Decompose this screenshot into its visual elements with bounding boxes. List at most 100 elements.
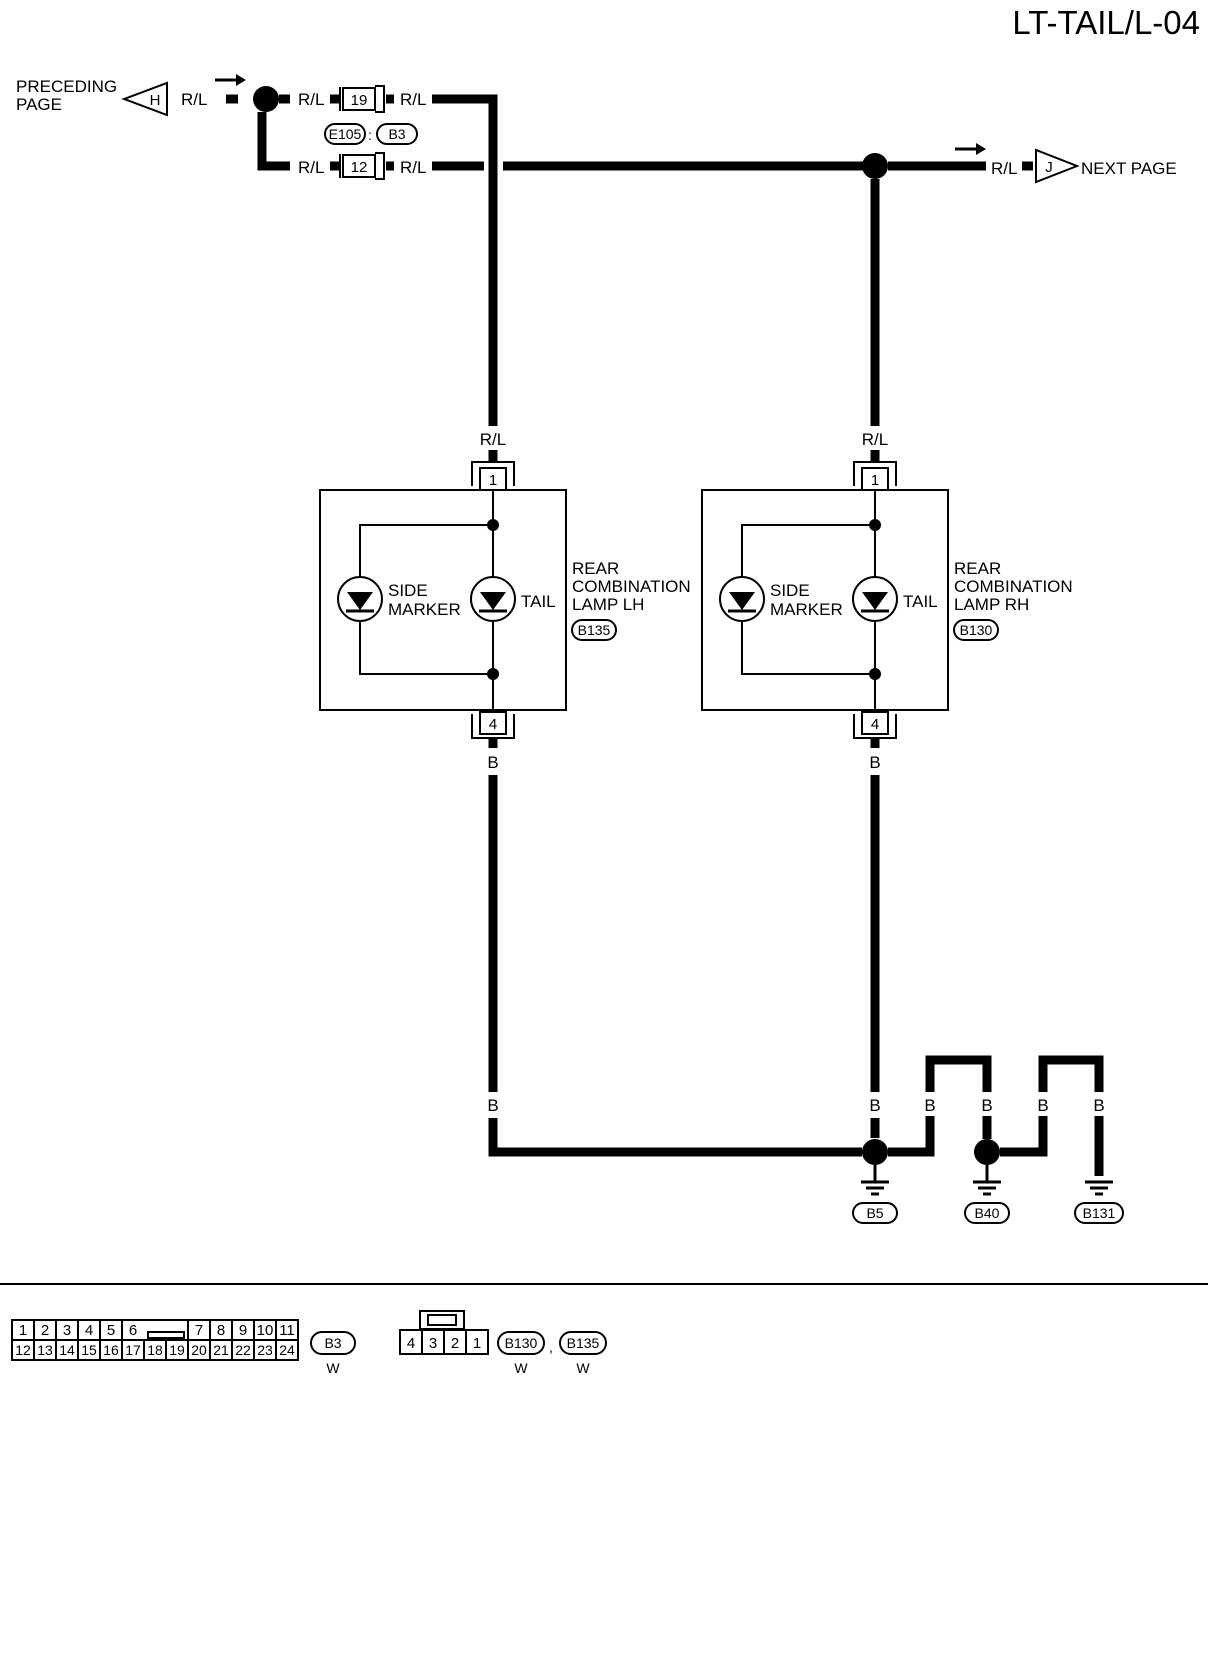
legend-b3-color: W	[326, 1360, 340, 1376]
tail-bulb-icon	[470, 576, 516, 622]
wire-color-label: B	[1037, 1096, 1048, 1115]
pin-4-label: 4	[489, 716, 497, 733]
tail-label: TAIL	[521, 592, 556, 611]
connector-j-label: J	[1045, 159, 1053, 176]
wire-segment	[925, 1055, 992, 1092]
wire-color-label: B	[981, 1096, 992, 1115]
b3-legend-pin: 12	[15, 1342, 31, 1358]
connector-pin-12: 12	[339, 152, 385, 180]
side-marker-bulb-icon	[337, 576, 383, 622]
b3-legend-pin: 8	[217, 1322, 225, 1339]
pin-1-label: 1	[489, 472, 497, 489]
b5-label: B5	[866, 1205, 883, 1221]
legend-id-b135: B135	[559, 1331, 607, 1355]
b3-legend-pin: 14	[59, 1342, 75, 1358]
connector-id-b130: B130	[953, 619, 999, 641]
ground-icon	[861, 1165, 889, 1196]
b3-legend-pin: 13	[37, 1342, 53, 1358]
lamp-lh-label-line3: LAMP LH	[572, 595, 644, 614]
preceding-page-connector: H	[121, 81, 168, 117]
b3-legend-pin: 7	[195, 1322, 203, 1339]
ground-id-b131: B131	[1074, 1202, 1124, 1224]
next-page-connector: J	[1035, 148, 1080, 184]
wire-segment	[888, 1116, 935, 1157]
b3-legend-pin: 10	[257, 1322, 274, 1339]
pin-4-label: 4	[871, 716, 879, 733]
legend-separator: ,	[549, 1339, 553, 1355]
wire-to-lamp-lh	[432, 94, 498, 426]
lamp-rh-label-line3: LAMP RH	[954, 595, 1029, 614]
b3-legend-pin: 23	[257, 1342, 273, 1358]
b3-legend-pin: 24	[279, 1342, 295, 1358]
b3-label: B3	[388, 126, 405, 142]
ground-icon	[1085, 1180, 1113, 1196]
ground-id-b40: B40	[964, 1202, 1010, 1224]
b40-label: B40	[975, 1205, 1000, 1221]
connector-key-icon	[147, 1331, 185, 1339]
lamp-lh-label-line2: COMBINATION	[572, 577, 691, 596]
pin-19-label: 19	[351, 92, 368, 109]
wire-color-label: R/L	[400, 90, 426, 109]
wire-color-label: R/L	[480, 430, 506, 449]
splice-point	[862, 1139, 888, 1165]
tail-label: TAIL	[903, 592, 938, 611]
b3-legend-pin: 22	[235, 1342, 251, 1358]
legend-b135-color: W	[576, 1360, 590, 1376]
preceding-page-label-line2: PAGE	[16, 95, 62, 114]
wire-color-label: B	[924, 1096, 935, 1115]
b3-legend-pin: 4	[85, 1322, 93, 1339]
splice-point	[862, 153, 888, 179]
b3-legend-pin: 6	[129, 1322, 137, 1339]
wire-color-label: B	[869, 753, 880, 772]
wire-color-label: R/L	[991, 159, 1017, 178]
wire-segment	[1038, 1055, 1104, 1092]
e105-label: E105	[329, 126, 362, 142]
connector-id-e105: E105	[324, 123, 366, 145]
connector-face-lamp: 4 3 2 1	[399, 1310, 489, 1355]
legend-b130-color: W	[514, 1360, 528, 1376]
lamp-lh-label-line1: REAR	[572, 559, 619, 578]
lamp-lh-pin-4: 4	[471, 711, 515, 739]
preceding-page-label-line1: PRECEDING	[16, 77, 117, 96]
current-flow-arrow-icon	[955, 143, 986, 155]
ground-id-b5: B5	[852, 1202, 898, 1224]
current-flow-arrow-icon	[215, 74, 246, 86]
pin-1-label: 1	[871, 472, 879, 489]
side-marker-bulb-icon	[719, 576, 765, 622]
side-marker-label-line2: MARKER	[770, 600, 843, 619]
next-page-label: NEXT PAGE	[1081, 159, 1177, 178]
wire-color-label: R/L	[298, 158, 324, 177]
wire-segment	[1000, 1116, 1048, 1157]
splice-point	[253, 86, 279, 112]
pin-12-label: 12	[351, 159, 368, 176]
wire-color-label: B	[1093, 1096, 1104, 1115]
b3-legend-pin: 20	[191, 1342, 207, 1358]
tail-bulb-icon	[852, 576, 898, 622]
wire-color-label: B	[487, 753, 498, 772]
rear-combination-lamp-rh: SIDE MARKER TAIL	[701, 489, 949, 711]
connector-pin-19: 19	[339, 85, 385, 113]
connector-id-b3: B3	[376, 123, 418, 145]
lamp-rh-label-line2: COMBINATION	[954, 577, 1073, 596]
side-marker-label-line2: MARKER	[388, 600, 461, 619]
wire-color-label: R/L	[400, 158, 426, 177]
legend-id-b3: B3	[310, 1331, 356, 1355]
b3-legend-pin: 5	[107, 1322, 115, 1339]
b130-label: B130	[960, 622, 993, 638]
page-title: LT-TAIL/L-04	[1012, 4, 1200, 41]
connector-h-label: H	[150, 92, 161, 109]
lamp-rh-label-line1: REAR	[954, 559, 1001, 578]
wire-color-label: R/L	[862, 430, 888, 449]
lamp-legend-pin: 1	[473, 1335, 481, 1352]
wire-segment	[257, 112, 290, 171]
side-marker-label-line1: SIDE	[388, 581, 428, 600]
side-marker-label-line1: SIDE	[770, 581, 810, 600]
legend-id-b130: B130	[497, 1331, 545, 1355]
splice-point	[974, 1139, 1000, 1165]
b3-legend-pin: 16	[103, 1342, 119, 1358]
rear-combination-lamp-lh: SIDE MARKER TAIL	[319, 489, 567, 711]
lamp-rh-pin-4: 4	[853, 711, 897, 739]
lamp-legend-pin: 3	[429, 1335, 437, 1352]
